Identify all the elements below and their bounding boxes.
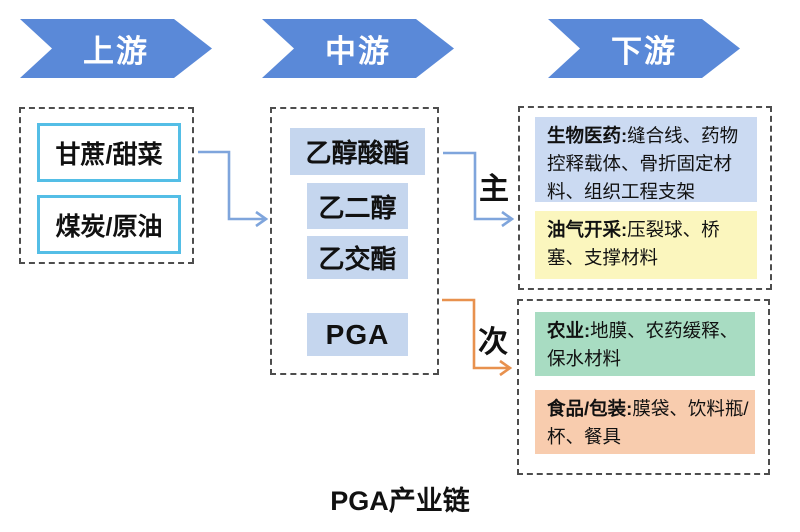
biomedical-desc: 缝合线、药物控释载体、骨折固定材料、组织工程支架 xyxy=(547,125,739,202)
agriculture-label: 农业: xyxy=(547,320,591,341)
diagram-caption: PGA产业链 xyxy=(330,486,470,516)
downstream-secondary-group-box: 农业:地膜、农药缓释、保水材料 食品/包装:膜袋、饮料瓶/杯、餐具 xyxy=(517,299,770,475)
oil-gas-label: 油气开采: xyxy=(547,219,628,240)
node-ethylene-glycol: 乙二醇 xyxy=(307,183,408,229)
node-food-packaging: 食品/包装:膜袋、饮料瓶/杯、餐具 xyxy=(535,390,755,454)
arrow-label-secondary: 次 xyxy=(478,326,508,359)
banner-downstream: 下游 xyxy=(548,19,740,78)
node-biomedical: 生物医药:缝合线、药物控释载体、骨折固定材料、组织工程支架 xyxy=(535,117,757,202)
node-glycolide: 乙交酯 xyxy=(307,236,408,279)
upstream-group-box: 甘蔗/甜菜 煤炭/原油 xyxy=(19,107,194,264)
node-oil-gas: 油气开采:压裂球、桥塞、支撑材料 xyxy=(535,211,757,279)
food-packaging-label: 食品/包装: xyxy=(547,398,633,419)
food-packaging-desc: 膜袋、饮料瓶/杯、餐具 xyxy=(547,398,749,447)
node-agriculture: 农业:地膜、农药缓释、保水材料 xyxy=(535,312,755,376)
biomedical-label: 生物医药: xyxy=(547,125,628,146)
node-glycolate-ester: 乙醇酸酯 xyxy=(290,128,425,175)
node-coal-crude-oil: 煤炭/原油 xyxy=(37,195,181,254)
agriculture-desc: 地膜、农药缓释、保水材料 xyxy=(547,320,739,369)
midstream-group-box: 乙醇酸酯 乙二醇 乙交酯 PGA xyxy=(270,107,439,375)
banner-upstream: 上游 xyxy=(20,19,212,78)
arrow-midstream-to-secondary xyxy=(442,298,513,377)
banner-midstream: 中游 xyxy=(262,19,454,78)
node-pga: PGA xyxy=(307,313,408,356)
downstream-main-group-box: 生物医药:缝合线、药物控释载体、骨折固定材料、组织工程支架 油气开采:压裂球、桥… xyxy=(518,106,772,290)
oil-gas-desc: 压裂球、桥塞、支撑材料 xyxy=(547,219,720,268)
arrow-label-main: 主 xyxy=(479,173,509,206)
arrow-upstream-to-midstream xyxy=(198,150,269,228)
arrow-midstream-to-main xyxy=(443,151,515,228)
node-sugarcane-beet: 甘蔗/甜菜 xyxy=(37,123,181,182)
